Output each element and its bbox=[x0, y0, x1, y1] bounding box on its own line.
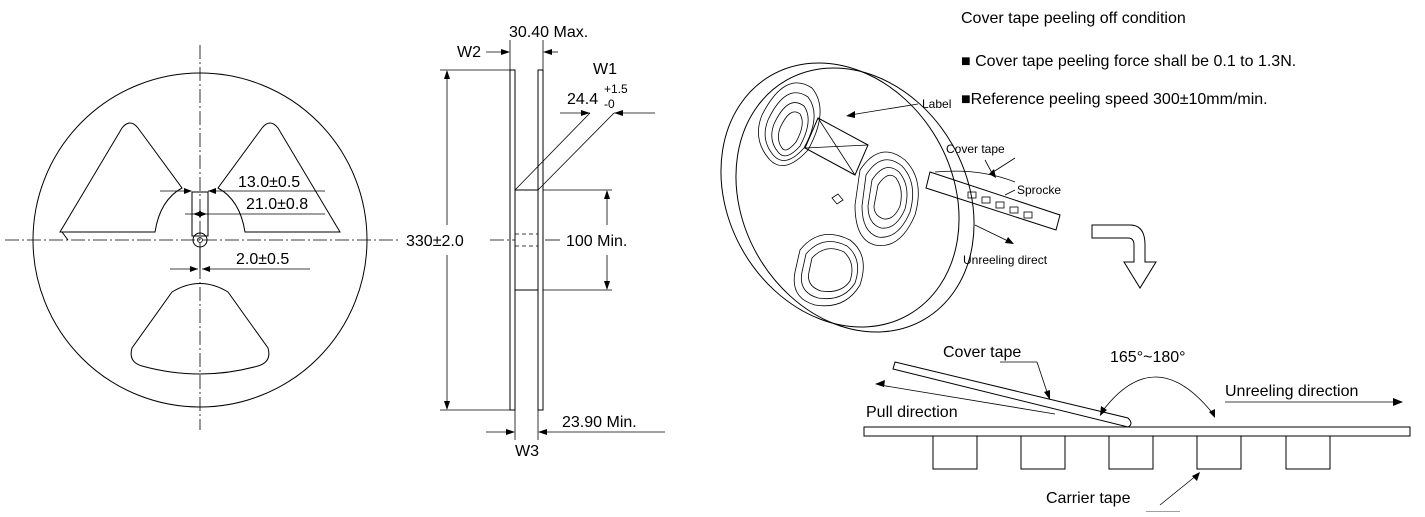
reel-3d-back-rim bbox=[735, 67, 975, 333]
dim-hub-diameter: 100 Min. bbox=[566, 233, 627, 250]
reel-3d-face bbox=[720, 62, 960, 328]
w1-label: W1 bbox=[593, 61, 617, 78]
condition-item-1: ■ Cover tape peeling force shall be 0.1 … bbox=[961, 53, 1296, 70]
pocket-3 bbox=[1108, 435, 1154, 470]
label-text: Label bbox=[922, 97, 951, 111]
pocket-2 bbox=[1020, 435, 1066, 470]
reel-3d: Label Cover tape Sprocke Unreeling direc… bbox=[720, 62, 1061, 333]
carrier-tape-base bbox=[863, 426, 1411, 437]
side-view: 330±2.0 100 Min. W2 30.40 Max. W1 24.4 +… bbox=[406, 24, 665, 460]
pocket-4 bbox=[1196, 435, 1242, 470]
cover-tape-label: Cover tape bbox=[943, 344, 1021, 361]
reel-window-left bbox=[59, 122, 183, 233]
front-view: 13.0±0.5 21.0±0.8 2.0±0.5 bbox=[5, 45, 400, 430]
tape-windings-bottom bbox=[793, 233, 864, 307]
w1-value: 24.4 bbox=[567, 91, 598, 108]
w3-label: W3 bbox=[515, 443, 539, 460]
tape-windings-top bbox=[758, 82, 821, 167]
reel-outer-circle bbox=[32, 72, 368, 408]
pocket-1 bbox=[932, 435, 978, 470]
w1-tol-minus: -0 bbox=[604, 97, 615, 111]
reel-window-right bbox=[217, 122, 341, 233]
w1-tol-plus: +1.5 bbox=[604, 82, 628, 96]
dim-bore: 21.0±0.8 bbox=[246, 196, 308, 213]
tape-windings-right bbox=[854, 151, 919, 247]
dim-hub: 13.0±0.5 bbox=[238, 174, 300, 191]
window-tick bbox=[61, 231, 69, 241]
conditions: Cover tape peeling off condition ■ Cover… bbox=[961, 10, 1296, 108]
angle-label: 165°~180° bbox=[1110, 349, 1186, 366]
flange-right bbox=[537, 69, 544, 411]
sprocket-label: Sprocke bbox=[1017, 183, 1061, 197]
pull-direction-label: Pull direction bbox=[866, 404, 958, 421]
cover-tape-label-3d: Cover tape bbox=[946, 142, 1005, 156]
unreeling-direction-label: Unreeling direction bbox=[1225, 383, 1358, 400]
peeled-cover-tape bbox=[892, 361, 1132, 428]
dim-diameter: 330±2.0 bbox=[406, 233, 464, 250]
process-arrow-icon bbox=[1091, 224, 1157, 289]
carrier-tape-strip bbox=[925, 171, 1061, 231]
w2-label: W2 bbox=[457, 44, 481, 61]
cover-tape-strip bbox=[934, 170, 1016, 183]
peel-diagram: Pull direction Cover tape 165°~180° Unre… bbox=[863, 344, 1411, 513]
dim-slot: 2.0±0.5 bbox=[236, 251, 289, 268]
condition-item-2: ■Reference peeling speed 300±10mm/min. bbox=[961, 91, 1268, 108]
unreeling-label-3d: Unreeling direct bbox=[963, 253, 1048, 267]
pocket-5 bbox=[1285, 435, 1331, 470]
w2-value: 30.40 Max. bbox=[509, 24, 588, 41]
hub-center bbox=[197, 237, 203, 243]
reel-3d-hub bbox=[831, 193, 844, 205]
w3-value: 23.90 Min. bbox=[562, 414, 637, 431]
carrier-tape-label: Carrier tape bbox=[1046, 490, 1131, 507]
reel-window-bottom bbox=[130, 283, 270, 375]
conditions-title: Cover tape peeling off condition bbox=[961, 10, 1186, 27]
